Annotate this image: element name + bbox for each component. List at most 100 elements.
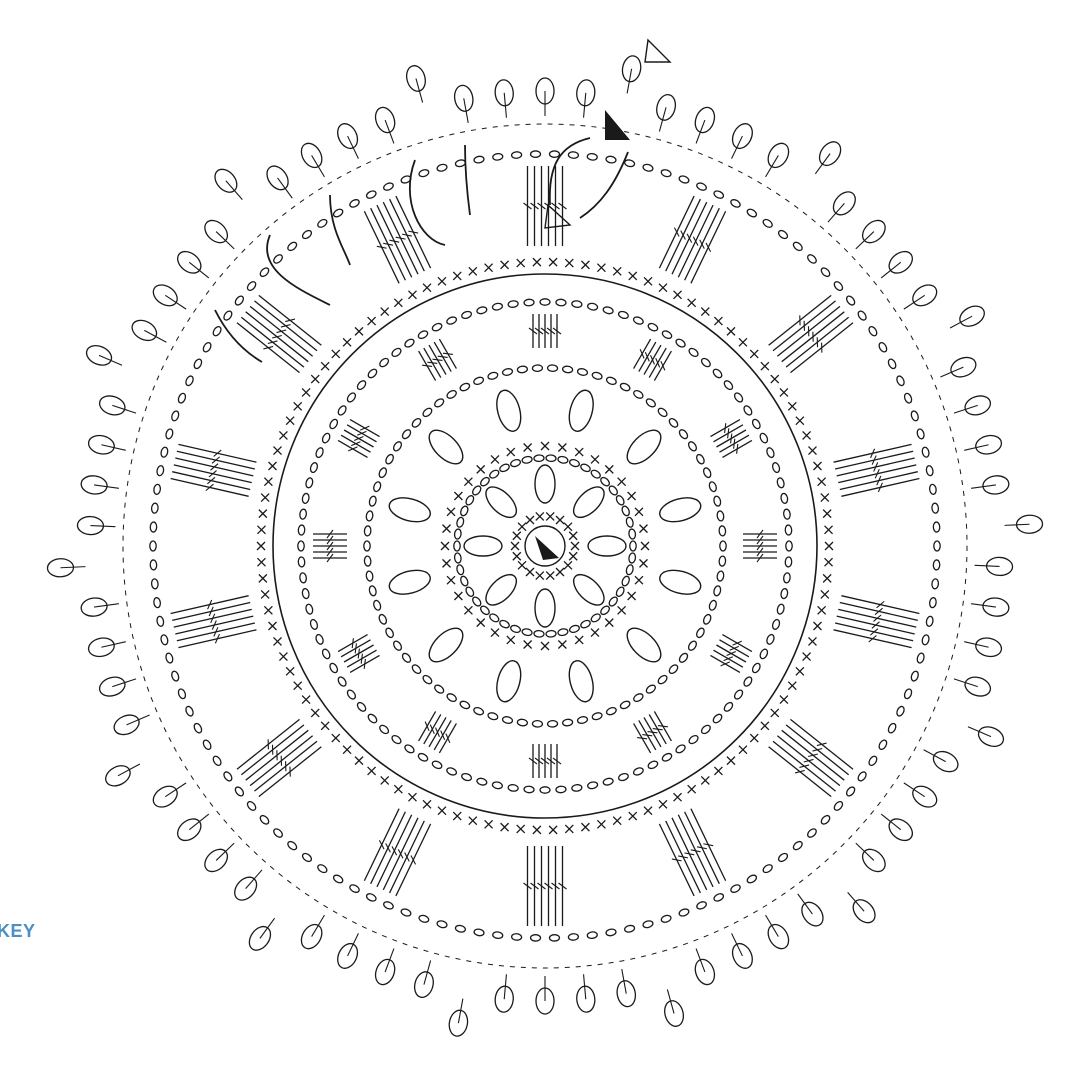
chain-stitch: [508, 784, 519, 792]
chain-stitch: [316, 218, 328, 229]
single-crochet-stitch: [803, 653, 811, 661]
single-crochet-stitch: [368, 317, 376, 325]
single-crochet-stitch: [259, 510, 267, 518]
key-label: KEY: [0, 921, 36, 942]
chain-stitch: [599, 605, 611, 617]
petal-oval: [657, 494, 703, 526]
chain-stitch: [378, 467, 388, 479]
single-crochet-stitch: [823, 574, 831, 582]
chain-stitch: [464, 494, 475, 506]
chain-stitch: [202, 739, 213, 751]
outer-fan-column: [171, 596, 257, 648]
single-crochet-stitch: [454, 492, 462, 500]
chain-stitch: [687, 440, 698, 452]
chain-stitch: [895, 705, 905, 717]
chain-stitch: [903, 688, 913, 700]
chain-stitch: [556, 299, 566, 306]
single-crochet-stitch: [575, 448, 583, 456]
chain-stitch: [695, 453, 705, 465]
single-crochet-stitch: [641, 542, 649, 550]
outer-fan-column: [524, 846, 567, 926]
chain-stitch: [867, 325, 878, 337]
chain-stitch: [422, 407, 434, 418]
chain-stitch: [418, 169, 429, 178]
single-crochet-stitch: [511, 542, 519, 550]
chain-stitch: [193, 722, 203, 734]
single-crochet-stitch: [635, 508, 643, 516]
chain-stitch: [910, 410, 919, 422]
chain-stitch: [933, 560, 940, 570]
chain-stitch: [316, 863, 328, 874]
scallop-stitch: [975, 565, 1000, 566]
single-crochet-stitch: [443, 525, 451, 533]
chain-stitch: [562, 366, 573, 374]
chain-stitch: [624, 925, 635, 933]
chain-stitch: [184, 705, 194, 717]
single-crochet-stitch: [279, 431, 287, 439]
chain-stitch: [606, 706, 618, 716]
single-crochet-stitch: [447, 508, 455, 516]
chain-stitch: [577, 716, 588, 724]
chain-stitch: [400, 908, 412, 918]
chain-stitch: [422, 674, 434, 685]
single-crochet-stitch: [674, 291, 682, 299]
treble-crossbar: [272, 335, 282, 338]
chain-stitch: [492, 931, 503, 939]
chain-stitch: [474, 156, 485, 164]
chain-stitch: [471, 485, 482, 497]
chain-stitch: [446, 316, 458, 326]
chain-stitch: [599, 476, 611, 488]
chain-stitch: [549, 935, 559, 942]
chain-stitch: [459, 700, 471, 710]
chain-stitch: [492, 153, 503, 161]
single-crochet-stitch: [513, 552, 521, 560]
chain-stitch: [628, 529, 636, 540]
chain-stitch: [328, 418, 339, 430]
single-crochet-stitch: [447, 576, 455, 584]
chain-stitch: [530, 151, 540, 158]
petal-oval: [657, 566, 703, 598]
chain-stitch: [608, 596, 619, 608]
single-crochet-stitch: [569, 532, 577, 540]
chain-stitch: [792, 840, 804, 851]
chain-stitch: [713, 190, 725, 200]
chain-stitch: [272, 827, 284, 838]
single-crochet-stitch: [818, 478, 826, 486]
chain-stitch: [476, 777, 487, 786]
single-crochet-stitch: [739, 746, 747, 754]
chain-stitch: [621, 505, 631, 517]
single-crochet-stitch: [591, 455, 599, 463]
single-crochet-stitch: [381, 776, 389, 784]
fan-cluster: [419, 711, 457, 752]
chain-stitch: [461, 310, 473, 319]
single-crochet-stitch: [526, 568, 534, 576]
scallop-stitch: [798, 894, 813, 914]
chain-stitch: [404, 338, 416, 349]
treble-crossbar: [808, 754, 818, 757]
chain-stitch: [678, 652, 689, 664]
chain-stitch: [433, 397, 445, 408]
single-crochet-stitch: [274, 447, 282, 455]
chain-stitch: [499, 463, 511, 473]
chain-stitch: [668, 663, 680, 675]
scallop-stitch: [815, 154, 830, 174]
single-crochet-stitch: [796, 417, 804, 425]
chain-stitch: [332, 874, 344, 885]
chain-stitch: [569, 624, 581, 633]
scallop-stitch: [112, 405, 136, 413]
chain-stitch: [522, 456, 533, 464]
chain-stitch: [557, 628, 568, 636]
chain-stitch: [156, 465, 164, 476]
chain-stitch: [455, 925, 466, 933]
scallop-stitch: [165, 783, 186, 797]
chain-stitch: [792, 241, 804, 252]
single-crochet-stitch: [688, 299, 696, 307]
chain-stitch: [454, 553, 462, 564]
chain-stitch: [932, 503, 939, 514]
chain-stitch: [619, 700, 631, 710]
single-crochet-stitch: [518, 561, 526, 569]
chain-stitch: [356, 701, 367, 713]
chain-stitch: [806, 827, 818, 838]
chain-stitch: [364, 541, 370, 551]
single-crochet-stitch: [518, 523, 526, 531]
